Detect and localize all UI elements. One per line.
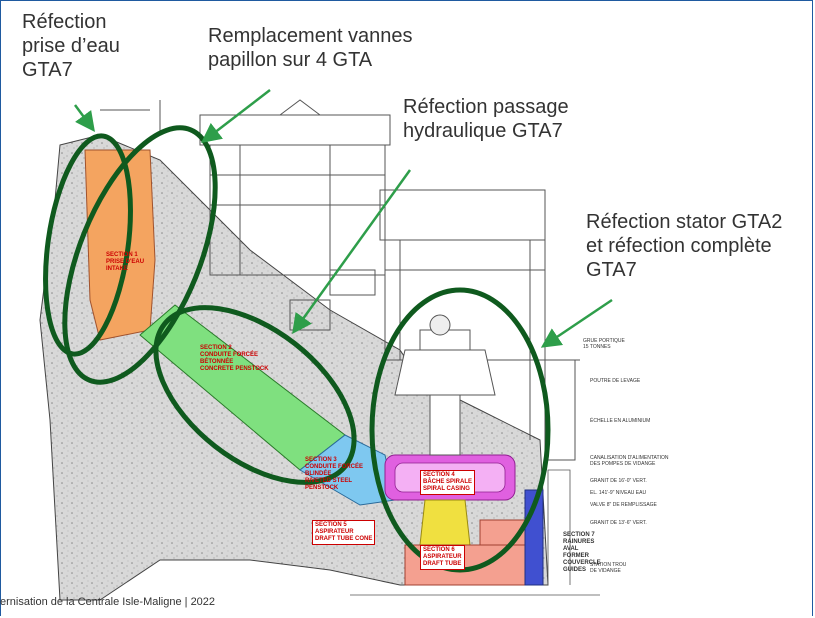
arrow-passage — [292, 169, 412, 335]
label-valves-replacement: Remplacement vannes papillon sur 4 GTA — [208, 25, 413, 71]
section-2-label: SECTION 2 CONDUITE FORCÉE BÉTONNÉE CONCR… — [200, 345, 269, 372]
label-hydraulic-passage: Réfection passage hydraulique GTA7 — [403, 96, 569, 142]
section-6-label: SECTION 6 ASPIRATEUR DRAFT TUBE — [420, 545, 465, 570]
section-1-label: SECTION 1 PRISE D'EAU INTAKE — [106, 252, 145, 272]
callout-pipes: CANALISATION D'ALIMENTATION DES POMPES D… — [590, 455, 669, 467]
annotation-arrows — [73, 89, 613, 348]
callout-water-level: EL. 141'-9" NIVEAU EAU — [590, 490, 647, 496]
callout-beam: POUTRE DE LEVAGE — [590, 378, 641, 384]
ellipse-stator — [369, 287, 551, 573]
powerhouse-structure — [100, 99, 580, 461]
ellipse-passage — [153, 305, 357, 485]
label-stator-refection: Réfection stator GTA2 et réfection compl… — [586, 211, 783, 281]
water-surface — [547, 469, 571, 585]
callout-granit-1: GRANIT DE 16'-0" VERT. — [590, 478, 647, 484]
section-5-label: SECTION 5 ASPIRATEUR DRAFT TUBE CONE — [312, 520, 376, 545]
arrow-intake — [73, 104, 95, 133]
callout-valve: VALVE 8" DE REMPLISSAGE — [590, 502, 657, 508]
section-5-draft-tube-cone — [419, 499, 471, 546]
generator — [394, 314, 496, 456]
label-intake-refection: Réfection prise d’eau GTA7 — [22, 11, 120, 81]
section-7-label: SECTION 7 RAINURES AVAL FORMER COUVERCLE… — [563, 532, 601, 573]
section-4-label: SECTION 4 BÂCHE SPIRALE SPIRAL CASING — [420, 470, 476, 495]
callout-ladder: ÉCHELLE EN ALUMINIUM — [590, 418, 651, 424]
section-1-intake — [84, 149, 156, 341]
highlight-ellipses — [43, 125, 551, 573]
ellipse-valves — [62, 125, 218, 385]
footer-text: ernisation de la Centrale Isle-Maligne |… — [0, 596, 216, 608]
callout-granit-2: GRANIT DE 13'-6" VERT. — [590, 520, 647, 526]
callout-crane: GRUE PORTIQUE 15 TONNES — [583, 338, 625, 350]
arrow-stator — [540, 298, 613, 348]
ellipse-intake — [43, 133, 133, 357]
arrow-valves — [201, 89, 271, 144]
section-3-label: SECTION 3 CONDUITE FORCÉE BLINDÉE RIVETE… — [305, 457, 364, 491]
callout-drain: STATION TROU DE VIDANGE — [590, 562, 627, 574]
